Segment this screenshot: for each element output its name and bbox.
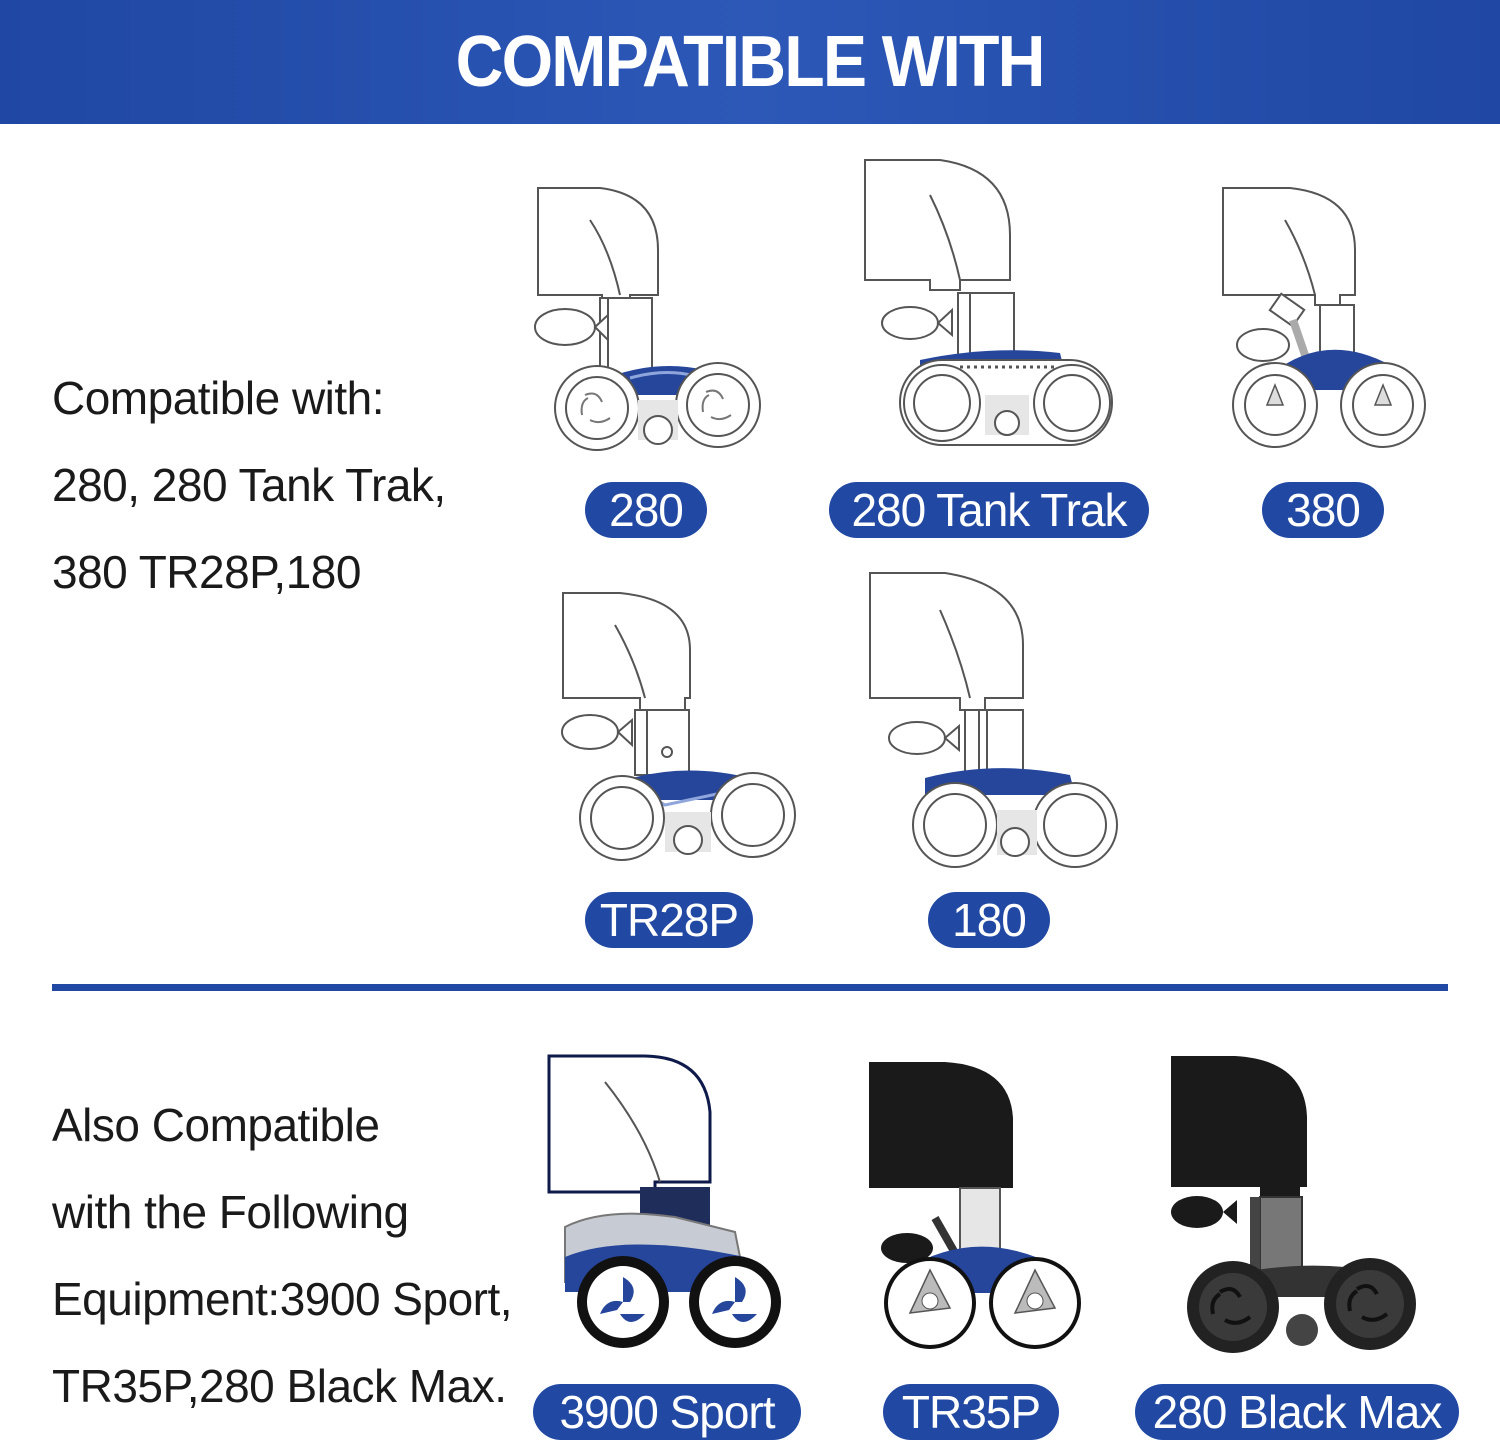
description-line: Equipment:3900 Sport,: [52, 1273, 513, 1325]
description-line: Also Compatible: [52, 1099, 380, 1151]
description-line: Compatible with:: [52, 372, 385, 424]
model-label-280: 280: [585, 482, 707, 538]
description-line: TR35P,280 Black Max.: [52, 1360, 507, 1412]
model-label-180: 180: [928, 892, 1050, 948]
cleaner-280-image: [534, 187, 761, 451]
header-banner: COMPATIBLE WITH: [0, 0, 1500, 124]
compatible-description: Compatible with: 280, 280 Tank Trak, 380…: [52, 355, 446, 616]
cleaner-3900-sport-image: [547, 1054, 781, 1348]
description-line: 380 TR28P,180: [52, 546, 361, 598]
cleaner-380-image: [1222, 187, 1426, 448]
cleaner-tr28p-image: [561, 592, 796, 861]
model-label-3900-sport: 3900 Sport: [533, 1384, 801, 1440]
model-label-tr28p: TR28P: [585, 892, 753, 948]
description-line: 280, 280 Tank Trak,: [52, 459, 446, 511]
also-compatible-description: Also Compatible with the Following Equip…: [52, 1082, 513, 1430]
model-label-380: 380: [1262, 482, 1384, 538]
page-title: COMPATIBLE WITH: [455, 22, 1046, 102]
model-label-280-black-max: 280 Black Max: [1135, 1384, 1459, 1440]
cleaner-180-image: [869, 572, 1118, 868]
description-line: with the Following: [52, 1186, 409, 1238]
cleaner-280-black-max-image: [1171, 1056, 1416, 1353]
cleaner-280-tank-trak-image: [864, 159, 1113, 446]
cleaner-tr35p-image: [869, 1062, 1081, 1349]
section-divider: [52, 984, 1448, 991]
model-label-tr35p: TR35P: [883, 1384, 1059, 1440]
model-label-280-tank-trak: 280 Tank Trak: [829, 482, 1149, 538]
